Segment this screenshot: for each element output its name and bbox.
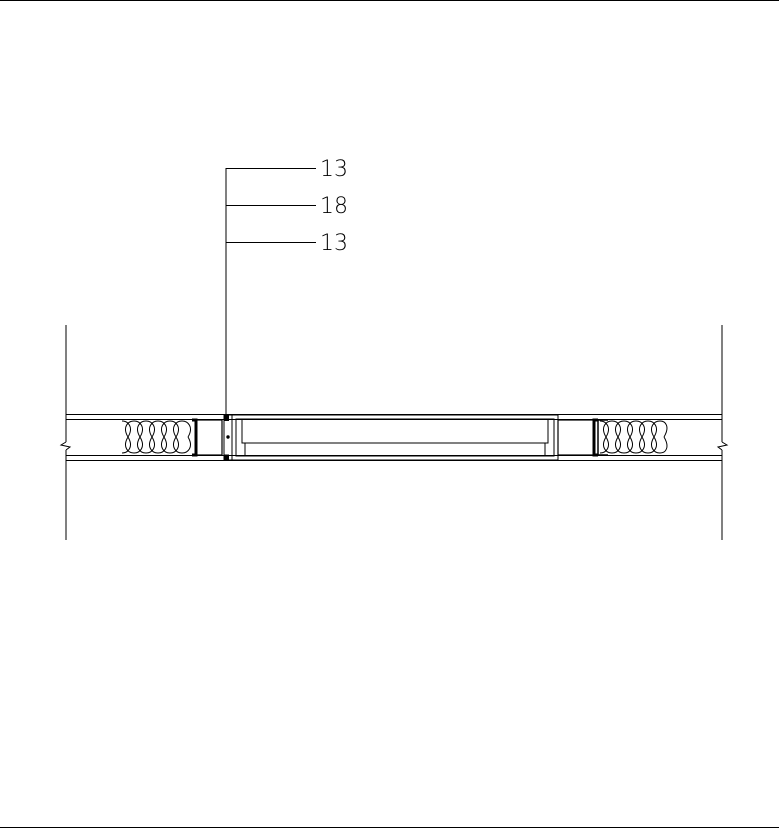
left-stud (192, 418, 223, 457)
dimension-label-3: 13 (320, 231, 348, 256)
right-break-symbol (716, 441, 729, 451)
dimension-leaders (225, 168, 316, 418)
right-insulation (599, 420, 668, 454)
center-panel (231, 414, 559, 461)
dimension-label-2: 18 (320, 194, 348, 219)
right-stud (557, 418, 608, 457)
left-break-symbol (59, 441, 72, 451)
dimension-label-1: 13 (320, 157, 348, 182)
left-jamb (223, 414, 233, 461)
left-insulation (121, 420, 191, 454)
